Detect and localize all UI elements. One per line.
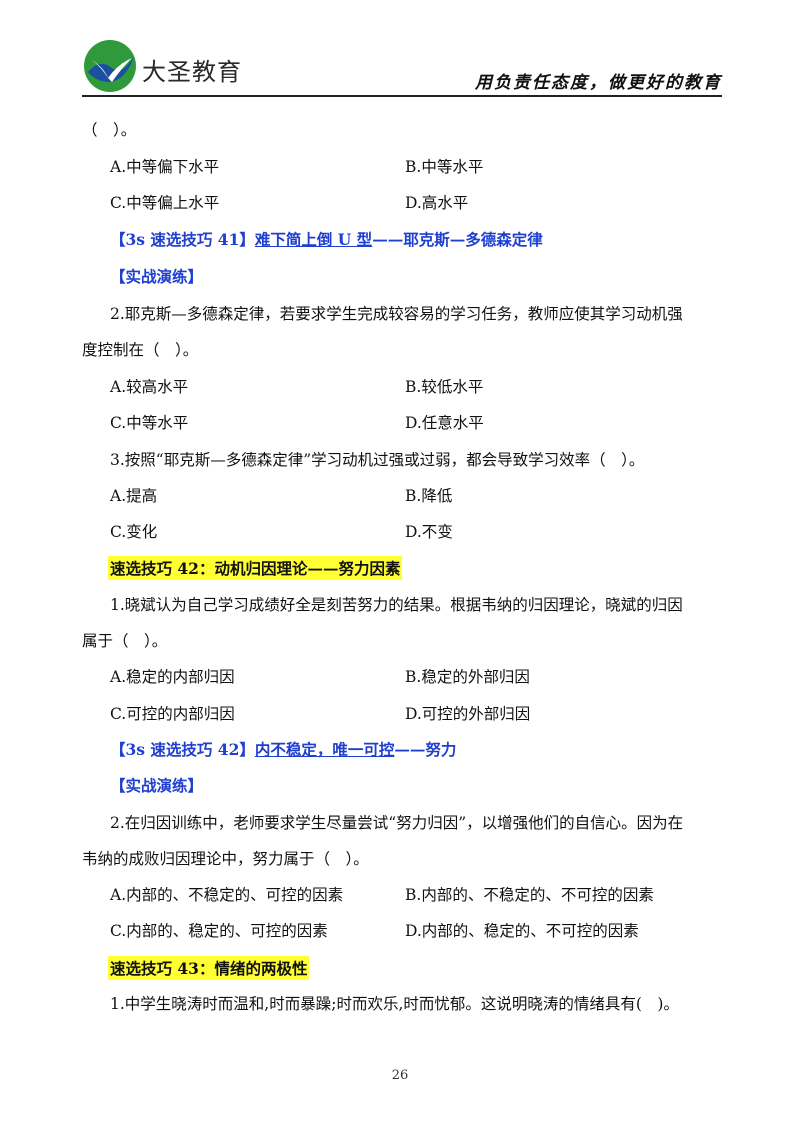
tip-41-link[interactable]: 难下简上倒 U 型 — [254, 230, 373, 249]
practice-label-1: 【实战演练】 — [110, 267, 204, 286]
question-2b-line1: 2.在归因训练中，老师要求学生尽量尝试“努力归因”，以增强他们的自信心。因为在 — [110, 814, 684, 832]
brand-name: 大圣教育 — [142, 58, 242, 86]
tip-42-title: 速选技巧 42：动机归因理论——努力因素 — [108, 556, 403, 580]
tip-43-title: 速选技巧 43：情绪的两极性 — [108, 956, 310, 980]
option-a: A.较高水平 — [110, 378, 189, 396]
tip-42-link[interactable]: 内不稳定，唯一可控 — [254, 740, 395, 759]
page-header: 大圣教育 用负责任态度，做更好的教育 — [82, 34, 722, 96]
tip-41-heading: 【3s 速选技巧 41】难下简上倒 U 型——耶克斯—多德森定律 — [110, 228, 543, 250]
question-2a-line1: 2.耶克斯—多德森定律，若要求学生完成较容易的学习任务，教师应使其学习动机强 — [110, 305, 683, 323]
header-divider — [82, 95, 722, 97]
option-d: D.可控的外部归因 — [405, 705, 531, 723]
question-1b-line1: 1.晓斌认为自己学习成绩好全是刻苦努力的结果。根据韦纳的归因理论，晓斌的归因 — [110, 596, 683, 614]
option-b: B.较低水平 — [405, 378, 484, 396]
option-a: A.内部的、不稳定的、可控的因素 — [110, 886, 344, 904]
dasheng-logo-icon — [84, 40, 136, 92]
option-d: D.不变 — [405, 523, 453, 541]
option-d: D.内部的、稳定的、不可控的因素 — [405, 922, 639, 940]
option-a: A.提高 — [110, 487, 158, 505]
option-b: B.降低 — [405, 487, 453, 505]
tip-42-3s-heading: 【3s 速选技巧 42】内不稳定，唯一可控——努力 — [110, 738, 456, 760]
option-b: B.内部的、不稳定的、不可控的因素 — [405, 886, 654, 904]
option-a: A.中等偏下水平 — [110, 158, 220, 176]
option-c: C.中等水平 — [110, 414, 189, 432]
practice-label-2: 【实战演练】 — [110, 776, 204, 795]
question-1c-line1: 1.中学生晓涛时而温和,时而暴躁;时而欢乐,时而忧郁。这说明晓涛的情绪具有( )… — [110, 995, 679, 1013]
option-b: B.中等水平 — [405, 158, 484, 176]
option-c: C.内部的、稳定的、可控的因素 — [110, 922, 328, 940]
option-d: D.高水平 — [405, 194, 469, 212]
tip-41-prefix: 【3s 速选技巧 41】 — [110, 230, 255, 249]
tip-42-suffix: ——努力 — [394, 740, 457, 759]
option-a: A.稳定的内部归因 — [110, 668, 235, 686]
question-1b-line2: 属于（ ）。 — [82, 632, 168, 650]
option-c: C.变化 — [110, 523, 158, 541]
header-slogan: 用负责任态度，做更好的教育 — [475, 73, 722, 93]
option-c: C.中等偏上水平 — [110, 194, 220, 212]
question-2b-line2: 韦纳的成败归因理论中，努力属于（ ）。 — [82, 850, 369, 868]
question-3-line1: 3.按照“耶克斯—多德森定律”学习动机过强或过弱，都会导致学习效率（ ）。 — [110, 451, 645, 469]
page-number: 26 — [391, 1068, 409, 1083]
question-stem-tail: （ ）。 — [82, 121, 137, 139]
tip-41-suffix: ——耶克斯—多德森定律 — [372, 230, 543, 249]
option-d: D.任意水平 — [405, 414, 484, 432]
question-2a-line2: 度控制在（ ）。 — [82, 341, 199, 359]
tip-42-prefix: 【3s 速选技巧 42】 — [110, 740, 255, 759]
option-c: C.可控的内部归因 — [110, 705, 235, 723]
option-b: B.稳定的外部归因 — [405, 668, 530, 686]
